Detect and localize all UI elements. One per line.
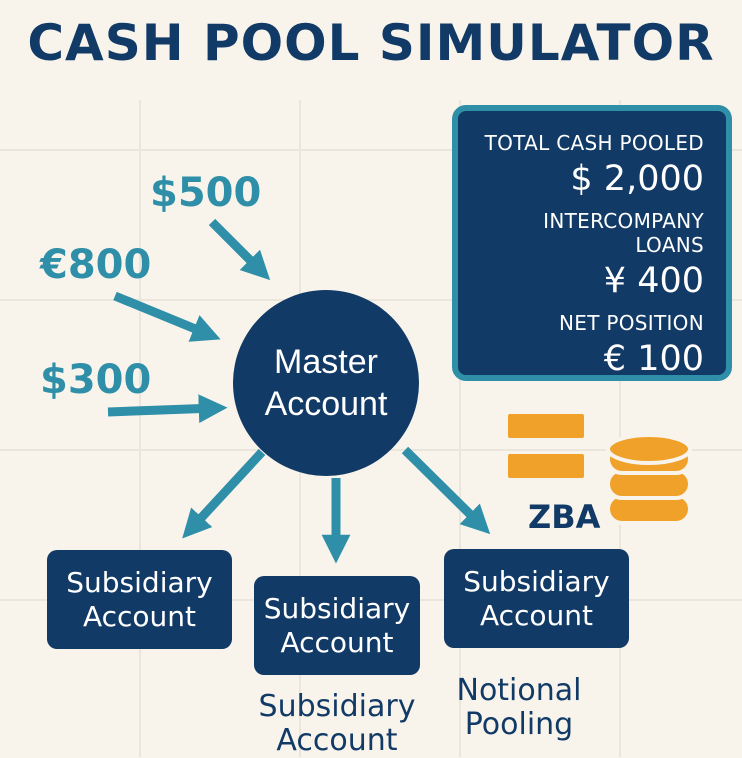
coin-stack-icon (606, 433, 692, 525)
inflow-amount-2: €800 (40, 242, 152, 288)
summary-panel: TOTAL CASH POOLED $ 2,000 INTERCOMPANY L… (452, 105, 732, 381)
arrow-icon (113, 291, 221, 342)
caption-line1: Notional (456, 673, 582, 708)
subsidiary-account-box-2: Subsidiary Account (254, 576, 420, 675)
subsidiary-account-box-1: Subsidiary Account (47, 550, 232, 649)
total-cash-pooled-value: $ 2,000 (570, 159, 704, 199)
subsidiary-line2: Account (82, 599, 197, 633)
zba-label: ZBA (528, 498, 601, 536)
subsidiary-line1: Subsidiary (463, 564, 610, 598)
arrow-icon (107, 394, 228, 424)
subsidiary-line2: Account (479, 598, 594, 632)
inflow-amount-1: $500 (150, 170, 262, 216)
total-cash-pooled-label: TOTAL CASH POOLED (484, 131, 704, 155)
intercompany-loans-label: INTERCOMPANY LOANS (543, 209, 704, 257)
bars-icon (508, 414, 584, 478)
master-account-line1: Master (274, 343, 378, 381)
subsidiary-line1: Subsidiary (263, 591, 411, 625)
subsidiary-line2: Account (280, 625, 394, 659)
caption-line1: Subsidiary (258, 689, 416, 724)
arrow-icon (401, 446, 491, 535)
net-position-value: € 100 (603, 339, 704, 379)
subsidiary-account-caption: Subsidiary Account (252, 690, 422, 758)
caption-line2: Pooling (464, 707, 574, 742)
master-account: Master Account (233, 290, 419, 476)
subsidiary-account-box-3: Subsidiary Account (444, 549, 629, 648)
master-account-line2: Account (264, 385, 388, 423)
subsidiary-line1: Subsidiary (66, 565, 213, 599)
arrow-icon (182, 448, 266, 539)
inflow-amount-3: $300 (40, 357, 152, 403)
notional-pooling-caption: Notional Pooling (444, 674, 594, 742)
net-position-label: NET POSITION (559, 311, 704, 335)
arrow-icon (208, 218, 271, 281)
page-title: CASH POOL SIMULATOR (27, 14, 715, 72)
caption-line2: Account (276, 723, 398, 758)
intercompany-loans-value: ¥ 400 (603, 261, 704, 301)
